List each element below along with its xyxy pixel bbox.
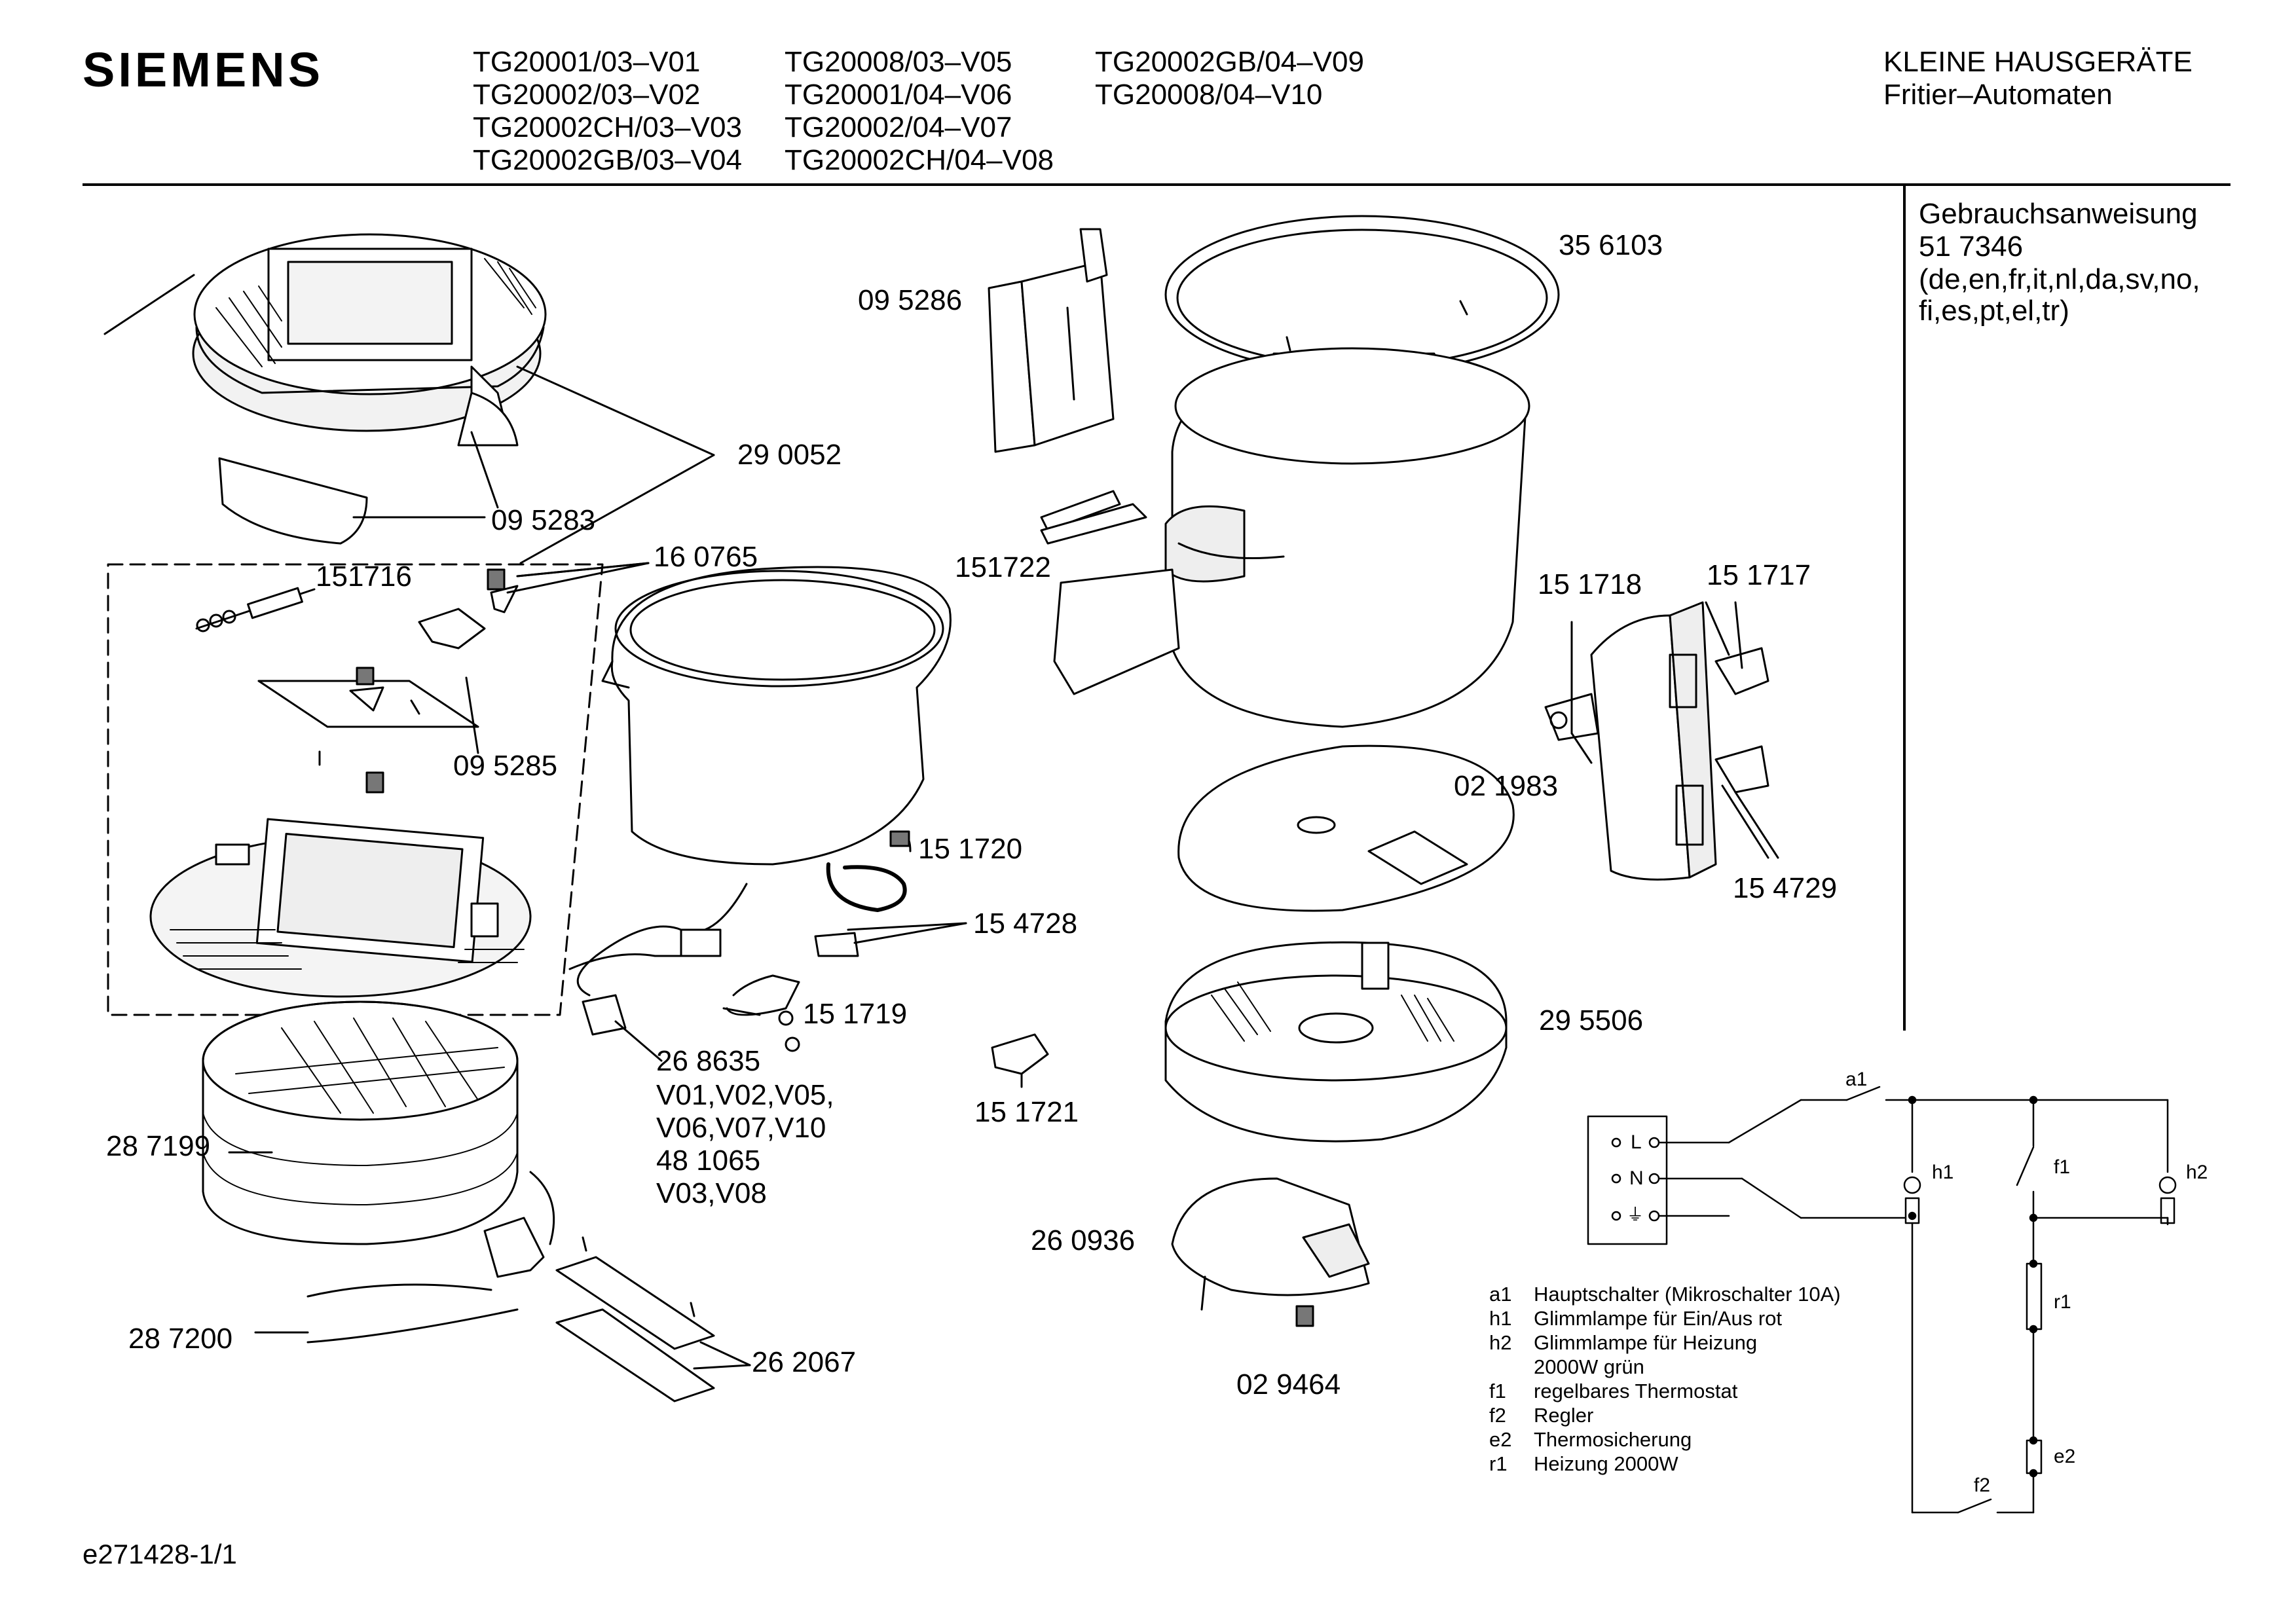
part-label-095286: 09 5286	[858, 284, 963, 316]
part-label-variants-2: V06,V07,V10	[656, 1112, 826, 1144]
part-label-021983: 02 1983	[1454, 770, 1559, 802]
part-label-260936: 26 0936	[1031, 1224, 1136, 1256]
part-label-151720: 15 1720	[918, 833, 1023, 865]
legend-text-0: Hauptschalter (Mikroschalter 10A)	[1534, 1283, 1841, 1306]
part-label-151716: 151716	[316, 560, 412, 593]
part-label-151722: 151722	[955, 551, 1051, 583]
part-label-356103: 35 6103	[1559, 229, 1663, 261]
part-label-095283: 09 5283	[491, 504, 596, 536]
housing-body	[1053, 347, 1530, 728]
model-list-col1-2: TG20002CH/03–V03	[473, 111, 742, 143]
part-label-481065: 48 1065	[656, 1145, 761, 1177]
part-label-268635: 26 8635	[656, 1045, 761, 1077]
switch-panel	[1544, 601, 1769, 881]
legend-code-4: f1	[1489, 1380, 1506, 1402]
bottom-housing	[1164, 941, 1508, 1143]
drawing-id: e271428-1/1	[83, 1539, 237, 1569]
part-label-151718: 15 1718	[1538, 568, 1642, 600]
part-label-160765: 16 0765	[654, 541, 758, 573]
legend-text-5: Regler	[1534, 1404, 1594, 1427]
part-label-290052: 29 0052	[737, 439, 842, 471]
model-list-col2-3: TG20002CH/04–V08	[785, 144, 1054, 176]
part-label-287200: 28 7200	[128, 1323, 233, 1355]
model-list-col2-0: TG20008/03–V05	[785, 46, 1012, 78]
model-list-col1-0: TG20001/03–V01	[473, 46, 701, 78]
siemens-logo: SIEMENS	[83, 43, 324, 97]
part-label-154729: 15 4729	[1733, 872, 1838, 904]
fry-basket	[202, 1000, 519, 1245]
part-label-029464: 02 9464	[1236, 1368, 1341, 1401]
legend-text-7: Heizung 2000W	[1534, 1452, 1678, 1475]
schematic-label-e2: e2	[2054, 1446, 2076, 1467]
assembly-outline	[107, 563, 604, 1016]
handle-assembly	[149, 568, 532, 998]
part-label-295506: 29 5506	[1539, 1004, 1644, 1036]
legend-text-6: Thermosicherung	[1534, 1428, 1692, 1451]
model-list-col1-1: TG20002/03–V02	[473, 79, 701, 111]
schematic-terminal-N: N	[1629, 1167, 1644, 1189]
manual-languages-1: (de,en,fr,it,nl,da,sv,no,	[1919, 263, 2200, 295]
clip-bar	[555, 1236, 715, 1402]
part-label-151721: 15 1721	[974, 1096, 1079, 1128]
category-line2: Fritier–Automaten	[1883, 79, 2113, 111]
legend-code-0: a1	[1489, 1283, 1512, 1306]
wiring-schematic	[1587, 1086, 2177, 1514]
rear-panel	[988, 228, 1147, 545]
clip-part	[991, 1033, 1049, 1075]
schematic-label-r1: r1	[2054, 1291, 2071, 1313]
legend-code-6: e2	[1489, 1428, 1512, 1451]
model-list-col3-1: TG20008/04–V10	[1095, 79, 1323, 111]
model-list-col1-3: TG20002GB/03–V04	[473, 144, 742, 176]
category-line1: KLEINE HAUSGERÄTE	[1883, 46, 2193, 78]
housing-upper-ring	[1164, 215, 1560, 394]
base-plate	[1177, 744, 1515, 912]
part-label-151719: 15 1719	[803, 998, 908, 1030]
legend-text-3: 2000W grün	[1534, 1355, 1644, 1378]
model-list-col3-0: TG20002GB/04–V09	[1095, 46, 1364, 78]
schematic-label-f1: f1	[2054, 1156, 2071, 1178]
lid-illustration	[103, 233, 547, 447]
part-label-variants-3: V03,V08	[656, 1177, 767, 1209]
schematic-label-f2: f2	[1974, 1475, 1991, 1496]
legend-text-2: Glimmlampe für Heizung	[1534, 1331, 1758, 1354]
legend-text-1: Glimmlampe für Ein/Aus rot	[1534, 1307, 1782, 1330]
side-panel-rule	[1903, 186, 1906, 1031]
part-label-262067: 26 2067	[752, 1346, 857, 1378]
manual-number: 51 7346	[1919, 230, 2024, 263]
model-list-col2-2: TG20002/04–V07	[785, 111, 1012, 143]
filter-plate	[218, 457, 368, 545]
oil-pot	[601, 566, 952, 866]
schematic-terminal-L: L	[1631, 1131, 1642, 1153]
part-label-151717: 15 1717	[1707, 559, 1811, 591]
part-label-154728: 15 4728	[973, 907, 1078, 940]
legend-code-7: r1	[1489, 1452, 1508, 1475]
model-list-col2-1: TG20001/04–V06	[785, 79, 1012, 111]
part-label-287199: 28 7199	[106, 1130, 211, 1162]
schematic-label-a1: a1	[1845, 1069, 1868, 1090]
power-cord	[568, 883, 800, 1052]
legend-code-5: f2	[1489, 1404, 1506, 1427]
vent-plate	[1171, 1177, 1370, 1296]
schematic-label-h2: h2	[2186, 1162, 2208, 1183]
legend-code-2: h2	[1489, 1331, 1512, 1354]
legend-text-4: regelbares Thermostat	[1534, 1380, 1738, 1402]
manual-title: Gebrauchsanweisung	[1919, 198, 2198, 230]
schematic-label-h1: h1	[1932, 1162, 1954, 1183]
part-label-variants-1: V01,V02,V05,	[656, 1079, 834, 1111]
manual-languages-2: fi,es,pt,el,tr)	[1919, 295, 2069, 327]
header-rule	[83, 183, 2231, 186]
legend-code-1: h1	[1489, 1307, 1512, 1330]
basket-handle	[306, 1171, 555, 1344]
ground-icon: ⏚	[1627, 1205, 1644, 1224]
part-label-095285: 09 5285	[453, 750, 558, 782]
